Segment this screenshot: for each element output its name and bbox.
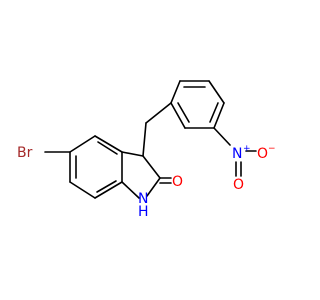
atom-n-nitro: N [232,146,242,162]
bond-c4-c5 [69,135,96,153]
bond-ph-3 [208,80,225,104]
bond-c2-n1 [146,177,161,197]
bond-c5-c6 [94,135,123,153]
bond-c-n-nitro [213,127,231,146]
atom-h-lactam: H [138,204,149,220]
bond-aromatic-inner-2 [97,141,118,155]
bond-c3-c2 [142,155,161,179]
bond-c3-ch2 [142,122,147,157]
atom-n-lactam: N [138,191,148,207]
bond-ph-6 [170,102,186,129]
bond-ch2-c1prime [145,102,172,124]
atom-br: Br [17,145,33,161]
bond-ph-4 [213,102,225,129]
bond-ph-inner-3 [177,102,190,123]
atom-o-nitro-bottom: O [233,177,244,193]
bond-n1-c7a [121,181,140,199]
bond-aromatic-inner-3 [96,180,117,193]
bond-ph-inner-2 [209,102,219,123]
atom-o-nitro-right: O [257,146,268,162]
bond-c3a-c3 [121,151,144,157]
atom-o-carbonyl: O [172,174,183,190]
charge-n-nitro: + [243,144,251,154]
charge-o-nitro: − [268,144,276,154]
bond-c7-c7a [69,181,96,199]
molecule-diagram: Br O N H N + O − O [17,80,276,220]
structure-svg: Br O N H N + O − O [17,80,276,220]
bond-ph-1 [170,80,181,104]
bond-c3a-c7 [94,181,123,199]
